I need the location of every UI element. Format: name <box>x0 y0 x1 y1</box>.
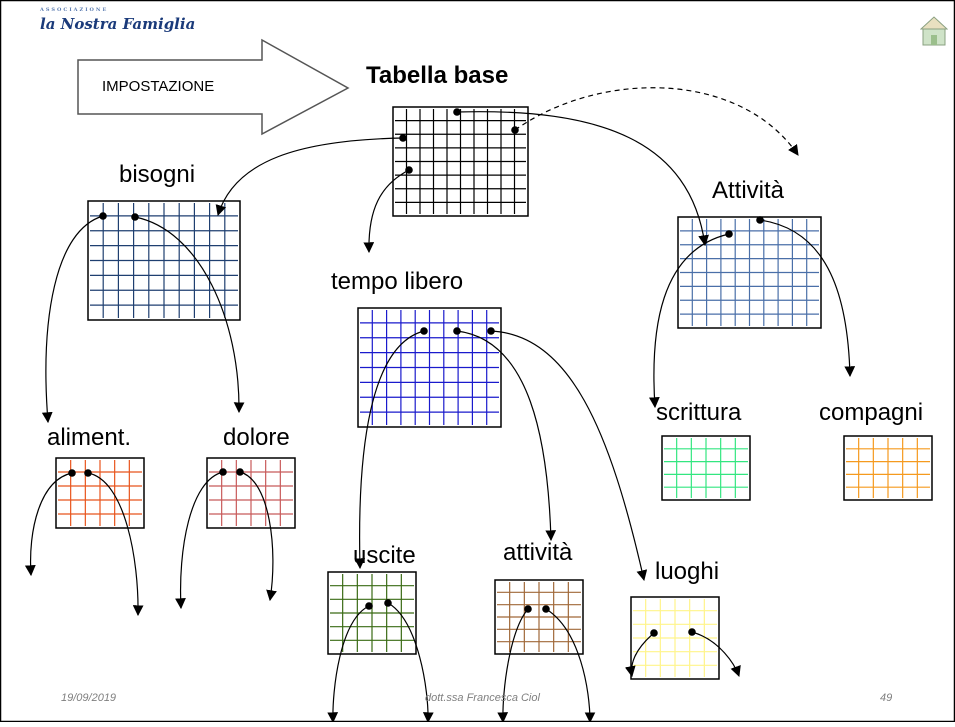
footer-page: 49 <box>880 692 893 704</box>
tempo-to-attivita-sub-dot <box>453 327 461 335</box>
luoghi-label: luoghi <box>655 558 720 585</box>
impostazione-label: IMPOSTAZIONE <box>102 78 215 95</box>
luoghi-right-arrow <box>691 631 741 678</box>
uscite-right-dot <box>384 599 392 607</box>
compagni-label: compagni <box>819 399 924 426</box>
attivita-sub-right-dot <box>542 605 550 613</box>
dolore-grid <box>206 457 296 529</box>
luoghi-left-arrow <box>624 632 655 678</box>
attivita-sub-left-dot <box>524 605 532 613</box>
uscite-grid <box>327 571 417 655</box>
attivita-main-grid <box>677 216 822 329</box>
tabella-to-attivita-dot <box>453 108 461 116</box>
tabella-to-attivita-dashed-dot <box>511 126 519 134</box>
attivita-sub-right-arrow <box>545 608 596 724</box>
bisogni-to-aliment-dot <box>99 212 107 220</box>
aliment-label: aliment. <box>47 424 132 451</box>
aliment-grid <box>55 457 145 529</box>
attivita-to-compagni-arrow <box>759 219 856 378</box>
tabella-to-attivita-dashed-arrow <box>514 87 799 156</box>
uscite-label: uscite <box>353 542 416 569</box>
logo-text: la Nostra Famiglia <box>40 15 196 33</box>
bisogni-to-dolore-dot <box>131 213 139 221</box>
scrittura-grid <box>661 435 751 501</box>
bisogni-to-dolore-arrow <box>134 216 245 414</box>
logo-small-text: ASSOCIAZIONE <box>40 7 109 13</box>
dolore-right-arrow <box>239 471 277 602</box>
tempo-libero-label: tempo libero <box>331 268 464 295</box>
uscite-left-dot <box>365 602 373 610</box>
footer-date: 19/09/2019 <box>61 692 117 704</box>
attivita-sub-grid <box>494 579 584 655</box>
bisogni-to-aliment-arrow <box>41 215 104 424</box>
tempo-to-uscite-dot <box>420 327 428 335</box>
luoghi-grid <box>630 596 720 680</box>
attivita-sub-label: attività <box>503 539 573 566</box>
attivita-to-scrittura-dot <box>725 230 733 238</box>
bisogni-label: bisogni <box>119 161 196 188</box>
house-icon <box>920 16 948 46</box>
scrittura-label: scrittura <box>656 399 742 426</box>
tabella-base-title: Tabella base <box>366 62 509 89</box>
uscite-left-arrow <box>327 605 370 724</box>
dolore-label: dolore <box>223 424 290 451</box>
attivita-sub-left-arrow <box>497 608 529 724</box>
bisogni-grid <box>87 200 241 321</box>
aliment-left-dot <box>68 469 76 477</box>
footer-author: dott.ssa Francesca Ciol <box>425 692 540 704</box>
tabella-base-grid <box>392 106 529 217</box>
attivita-to-scrittura-arrow <box>648 233 730 409</box>
attivita-to-compagni-dot <box>756 216 764 224</box>
tabella-to-bisogni-dot <box>399 134 407 142</box>
dolore-right-dot <box>236 468 244 476</box>
dolore-left-dot <box>219 468 227 476</box>
aliment-right-arrow <box>87 472 144 617</box>
logo: ASSOCIAZIONE la Nostra Famiglia <box>40 7 196 33</box>
tempo-to-luoghi-dot <box>487 327 495 335</box>
tempo-libero-grid <box>357 307 502 428</box>
tempo-to-uscite-arrow <box>354 330 425 570</box>
attivita-main-label: Attività <box>712 177 785 204</box>
dolore-left-arrow <box>175 471 224 610</box>
luoghi-left-dot <box>650 629 658 637</box>
aliment-left-arrow <box>24 472 73 577</box>
tempo-to-luoghi-arrow <box>490 330 648 582</box>
tabella-to-attivita-arrow <box>456 111 709 247</box>
impostazione-arrow <box>77 38 350 136</box>
tempo-to-attivita-sub-arrow <box>456 330 557 542</box>
compagni-grid <box>843 435 933 501</box>
aliment-right-dot <box>84 469 92 477</box>
tabella-to-tempo-libero-dot <box>405 166 413 174</box>
tabella-to-tempo-libero-arrow <box>363 169 410 254</box>
uscite-right-arrow <box>387 602 434 724</box>
luoghi-right-dot <box>688 628 696 636</box>
tabella-to-bisogni-arrow <box>215 137 404 217</box>
